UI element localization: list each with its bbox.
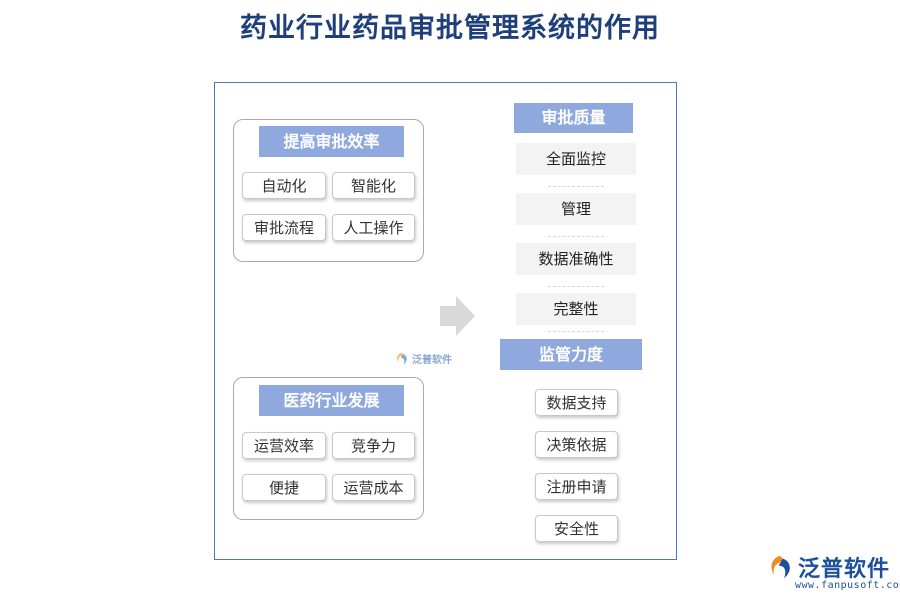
fanpu-logo-icon [396, 352, 407, 364]
efficiency-item: 人工操作 [332, 214, 415, 241]
supervision-heading: 监管力度 [500, 339, 642, 370]
efficiency-item: 审批流程 [242, 214, 326, 241]
supervision-item: 注册申请 [535, 473, 618, 500]
efficiency-heading: 提高审批效率 [259, 126, 404, 157]
diagram-frame [214, 82, 677, 560]
industry-item: 便捷 [242, 474, 326, 501]
divider [548, 236, 604, 237]
fanpu-logo-icon [771, 555, 790, 579]
divider [548, 331, 604, 332]
divider [548, 186, 604, 187]
brand-logo: 泛普软件 [766, 551, 890, 583]
divider [548, 286, 604, 287]
efficiency-item: 智能化 [332, 172, 415, 199]
industry-item: 竞争力 [332, 432, 415, 459]
supervision-item: 决策依据 [535, 431, 618, 458]
page-title: 药业行业药品审批管理系统的作用 [240, 13, 660, 44]
watermark-text: 泛普软件 [412, 354, 452, 366]
quality-item: 全面监控 [516, 143, 636, 175]
quality-item: 完整性 [516, 293, 636, 325]
watermark: 泛普软件 [394, 350, 452, 366]
quality-heading: 审批质量 [514, 103, 633, 133]
industry-item: 运营效率 [242, 432, 326, 459]
supervision-item: 安全性 [535, 515, 618, 542]
brand-url: www.fanpusoft.com [795, 580, 900, 591]
supervision-item: 数据支持 [535, 389, 618, 416]
brand-name: 泛普软件 [798, 557, 891, 582]
quality-item: 数据准确性 [516, 243, 636, 275]
industry-heading: 医药行业发展 [259, 385, 404, 416]
right-arrow-icon [440, 296, 475, 336]
quality-item: 管理 [516, 193, 636, 225]
industry-item: 运营成本 [332, 474, 415, 501]
efficiency-item: 自动化 [242, 172, 326, 199]
